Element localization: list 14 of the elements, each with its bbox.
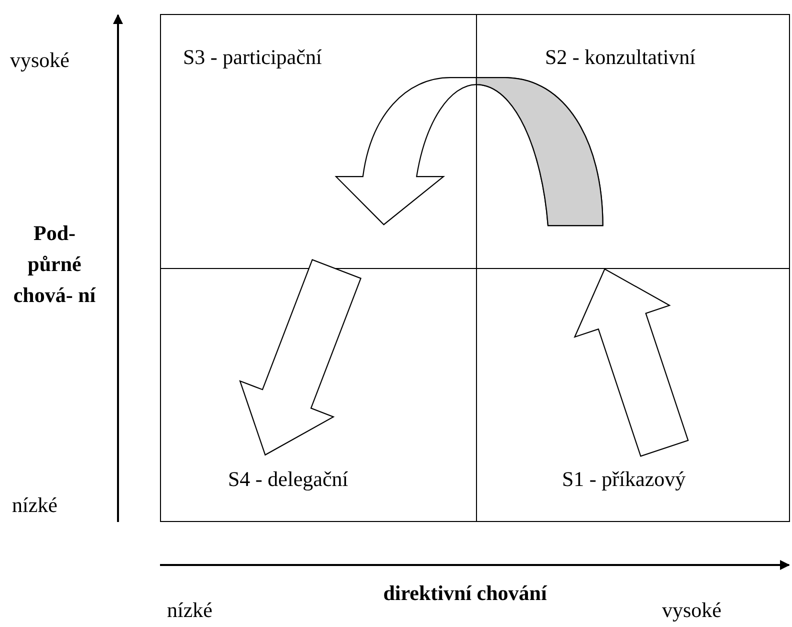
axis-value: nízké bbox=[167, 598, 214, 622]
axis-title: direktivní chování bbox=[382, 580, 548, 607]
quadrant-label: S4 - delegační bbox=[228, 467, 348, 492]
curved-arrow bbox=[335, 77, 604, 226]
block-arrow bbox=[239, 258, 362, 456]
quadrant-label: S1 - příkazový bbox=[562, 467, 686, 492]
axis-value: vysoké bbox=[10, 48, 70, 72]
quadrant-label: S3 - participační bbox=[183, 45, 322, 70]
quadrant bbox=[476, 268, 790, 522]
axis-title: Pod- půrné chová- ní bbox=[12, 220, 97, 309]
quadrant-label: S2 - konzultativní bbox=[545, 45, 696, 70]
axis-value: vysoké bbox=[662, 598, 722, 622]
axis-value: nízké bbox=[12, 493, 58, 517]
block-arrow bbox=[574, 268, 689, 457]
